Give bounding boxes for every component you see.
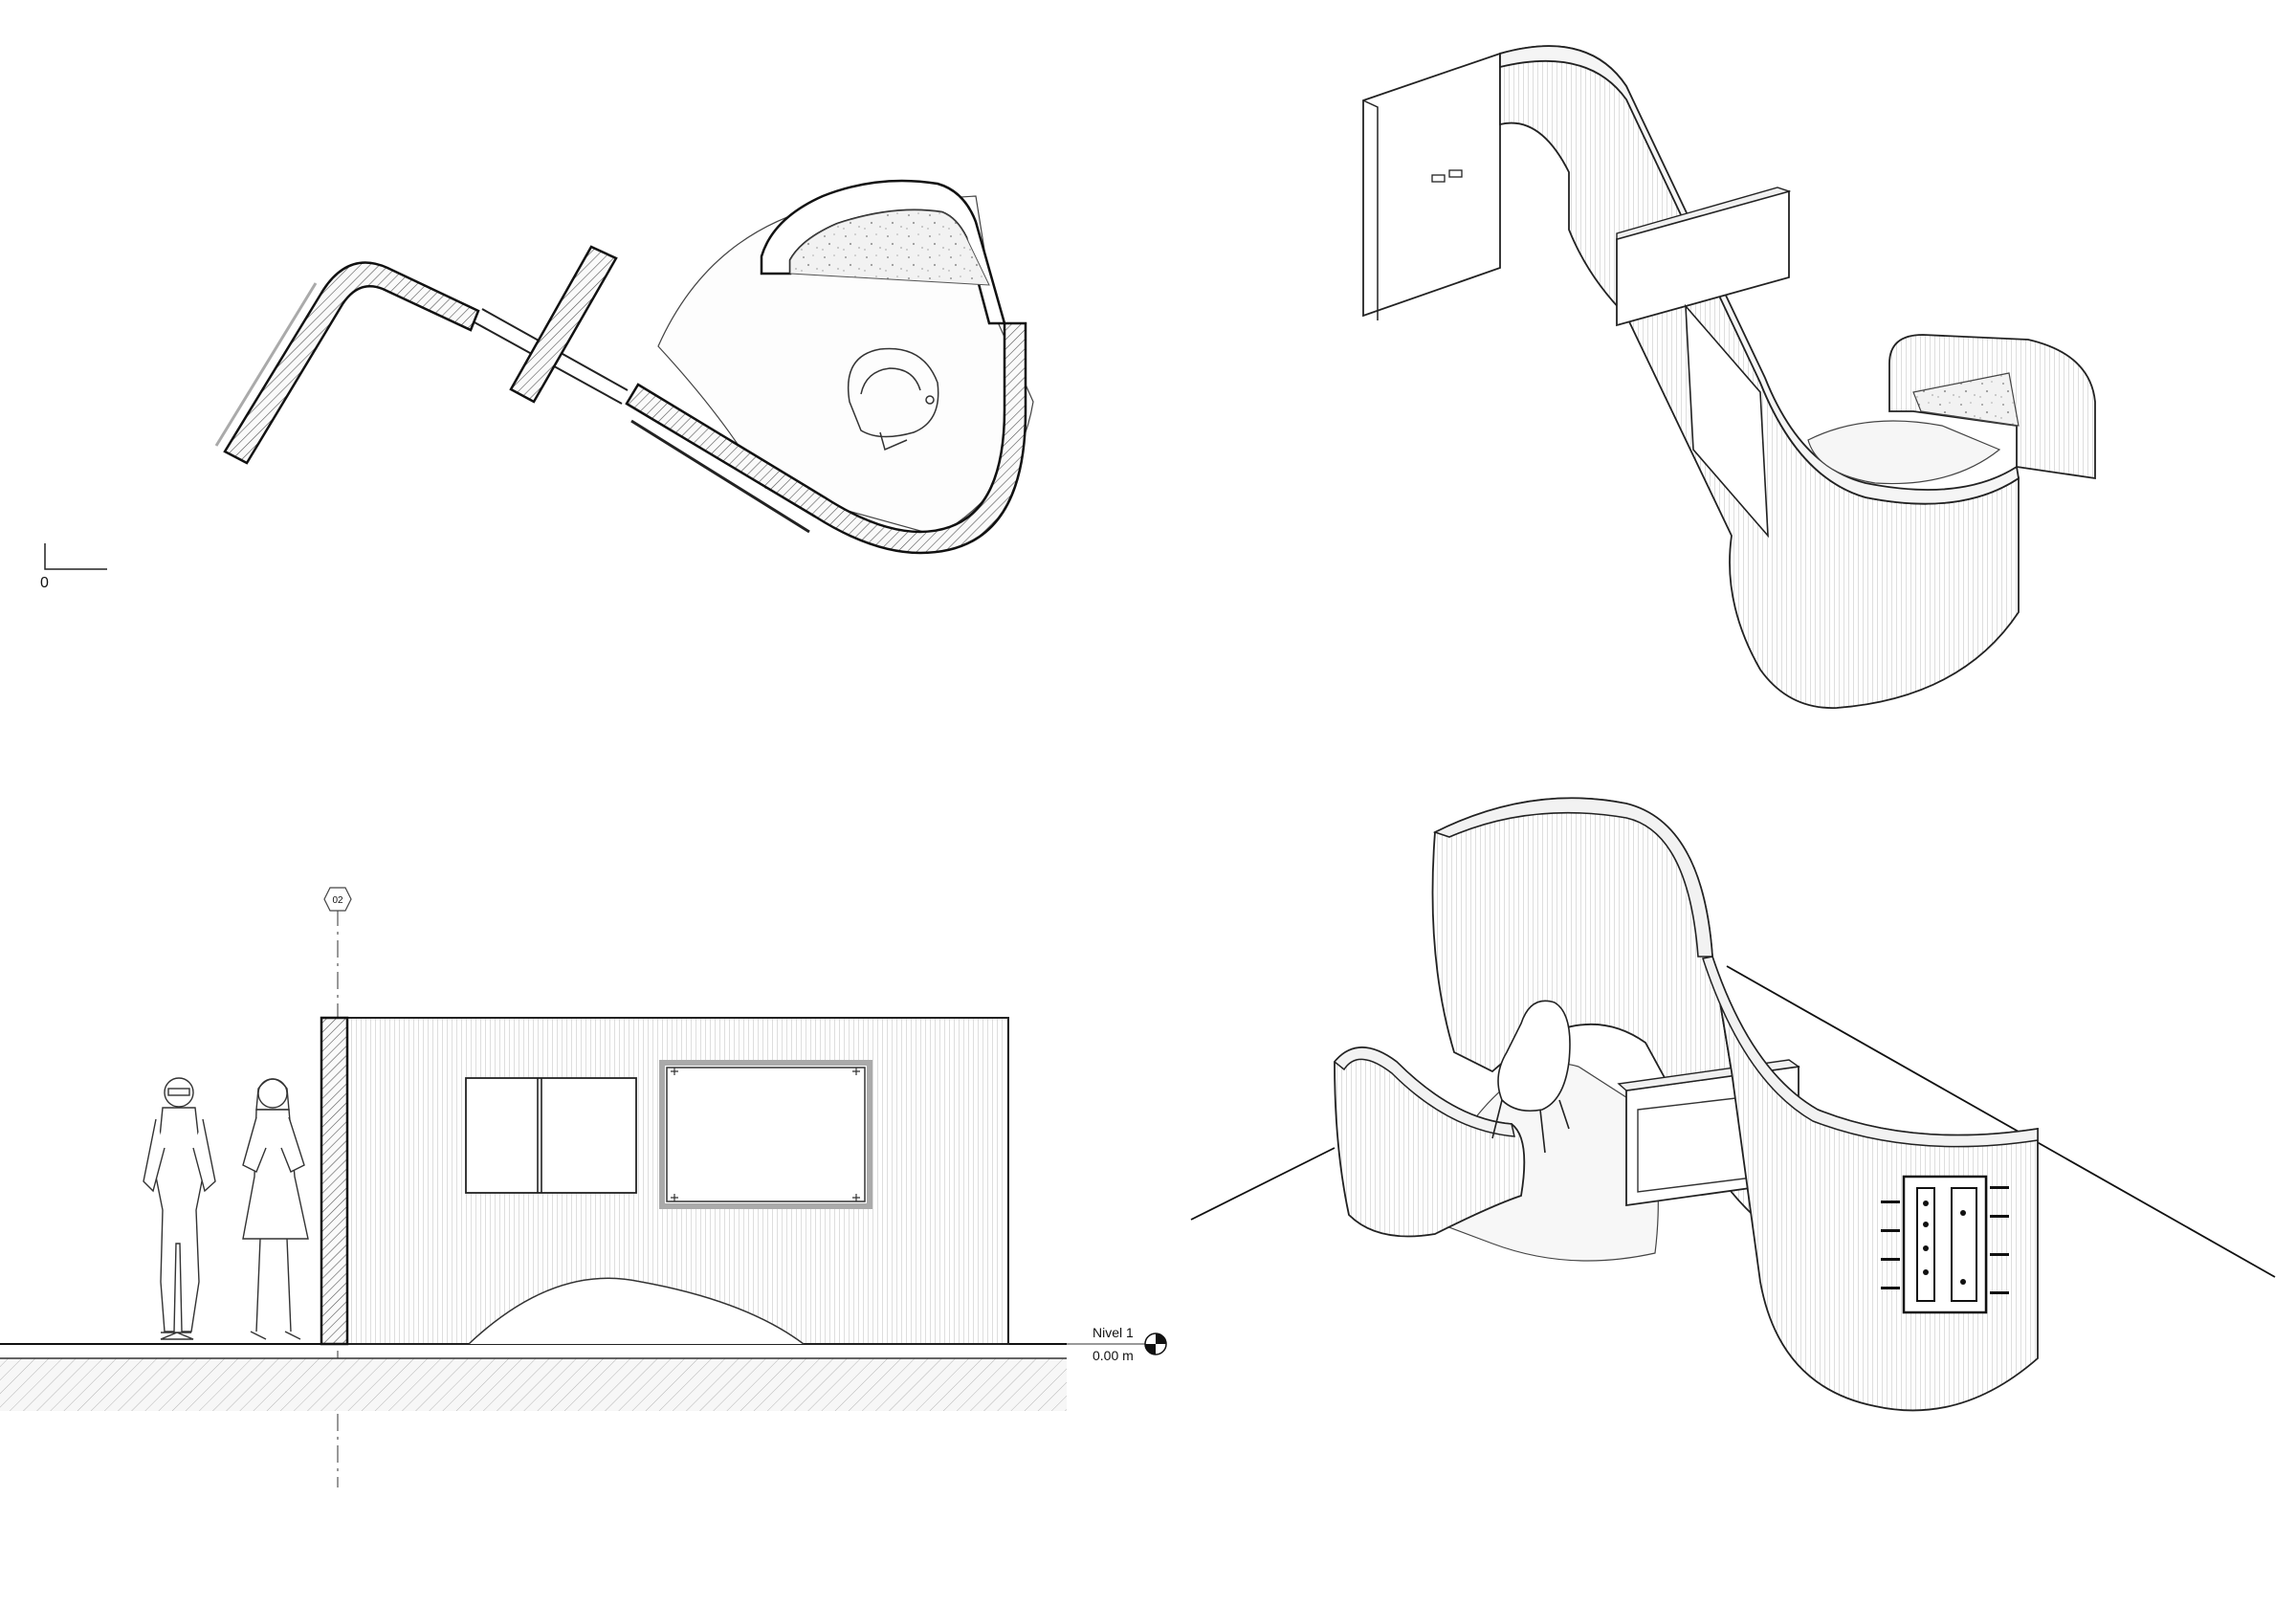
elevation-section-wall — [320, 1016, 349, 1346]
elevation-level-marker: Nivel 1 0.00 m — [1067, 1325, 1167, 1363]
plan-chair — [848, 347, 939, 452]
axo2-ground-line-right — [1726, 965, 2276, 1278]
axo1-window-small-b — [1448, 169, 1463, 178]
elevation-view: 02 — [0, 887, 1167, 1487]
plan-left-wall-shadow — [214, 282, 318, 447]
elevation-window-left — [465, 1077, 637, 1194]
elevation-grid-bubble: 02 — [323, 887, 352, 912]
axo2-right-wall — [1711, 956, 2039, 1412]
axo2-right-wall-cap — [1702, 956, 2039, 1148]
floor-plan: 0 — [40, 179, 1034, 591]
elevation-person-woman — [242, 1078, 309, 1340]
axo1-window-panel — [1685, 303, 1769, 539]
axo2-low-wall-cap — [1333, 1046, 1515, 1137]
level-name: Nivel 1 — [1093, 1325, 1134, 1340]
axo1-window-small-a — [1431, 174, 1446, 183]
axo1-floor — [1807, 420, 2001, 485]
plan-exterior-panel — [630, 419, 810, 534]
level-elevation: 0.00 m — [1093, 1348, 1134, 1363]
axo1-panel-wall — [1362, 52, 1501, 318]
plan-cross-wall — [509, 245, 618, 404]
plan-scale-label: 0 — [40, 575, 49, 591]
elevation-person-man — [143, 1077, 216, 1340]
axo1-bench-seat — [1912, 372, 2020, 427]
elevation-window-right — [659, 1060, 872, 1209]
axonometric-view-1 — [1362, 45, 2096, 709]
axo2-sign-panel — [1881, 1175, 2009, 1314]
axo2-chair — [1491, 1000, 1571, 1154]
plan-scale-bar: 0 — [40, 543, 107, 591]
axo2-ground-line-left — [1190, 1147, 1336, 1221]
elevation-arch — [468, 1277, 805, 1345]
axo1-wall-top-cap — [1499, 45, 2020, 505]
plan-left-wall — [223, 261, 480, 465]
axonometric-view-2 — [1190, 797, 2276, 1412]
elevation-ground — [0, 1358, 1067, 1411]
plan-curved-wall — [625, 321, 1027, 555]
plan-bench-seat — [789, 209, 990, 286]
grid-bubble-label: 02 — [332, 895, 343, 906]
